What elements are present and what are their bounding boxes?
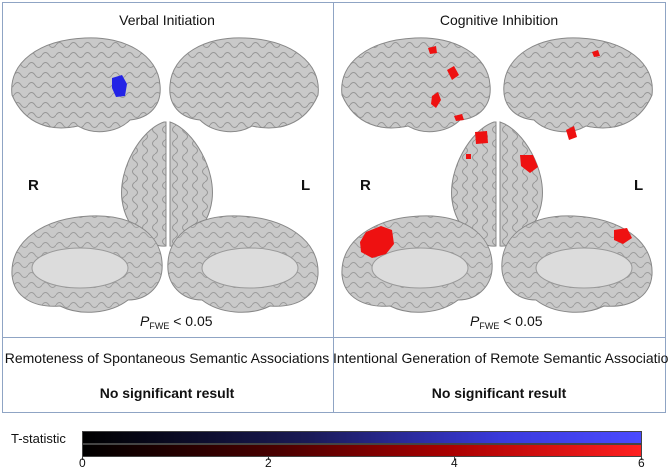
brain-maps: [11, 37, 653, 313]
colorbar-tick-0: 0: [79, 456, 86, 470]
intentional-generation-title: Intentional Generation of Remote Semanti…: [333, 350, 669, 366]
cognitive-right-medial-brain: [341, 215, 493, 313]
horizontal-divider: [3, 337, 665, 338]
verbal-significance-threshold: PFWE < 0.05: [140, 313, 213, 331]
cognitive-right-hemisphere-label: R: [360, 177, 371, 194]
verbal-left-medial-brain: [167, 215, 319, 313]
verbal-right-hemisphere-label: R: [28, 177, 39, 194]
intentional-generation-result: No significant result: [431, 385, 567, 401]
figure-grid: [2, 2, 666, 413]
threshold-value: < 0.05: [499, 313, 543, 329]
remoteness-title: Remoteness of Spontaneous Semantic Assoc…: [4, 350, 330, 366]
p-symbol: P: [470, 313, 480, 329]
verbal-left-hemisphere-label: L: [301, 177, 311, 194]
verbal-left-lateral-brain: [169, 37, 319, 133]
colorbar-tick-2: 2: [265, 456, 272, 470]
threshold-value: < 0.05: [169, 313, 213, 329]
cognitive-right-lateral-brain: [341, 37, 491, 133]
blue-colorbar: [82, 431, 642, 444]
cognitive-red-clusters: [360, 46, 632, 258]
verbal-dorsal-brain: [121, 121, 213, 247]
verbal-initiation-title: Verbal Initiation: [119, 12, 215, 28]
cognitive-left-lateral-brain: [503, 37, 653, 133]
cognitive-significance-threshold: PFWE < 0.05: [470, 313, 543, 331]
cognitive-left-medial-brain: [501, 215, 653, 313]
verbal-right-lateral-brain: [11, 37, 161, 133]
p-subscript: FWE: [479, 321, 500, 331]
colorbar-tickmark: [268, 456, 269, 460]
vertical-divider: [333, 3, 334, 412]
cognitive-left-hemisphere-label: L: [634, 177, 644, 194]
colorbar-tick-6: 6: [638, 456, 645, 470]
colorbar-tick-4: 4: [451, 456, 458, 470]
verbal-right-medial-brain: [11, 215, 163, 313]
p-subscript: FWE: [149, 321, 170, 331]
colorbar-label: T-statistic: [11, 431, 66, 446]
red-colorbar: [82, 444, 642, 457]
colorbar-tickmark: [82, 456, 83, 460]
colorbar-tickmark: [454, 456, 455, 460]
cognitive-inhibition-title: Cognitive Inhibition: [439, 12, 559, 28]
p-symbol: P: [140, 313, 150, 329]
colorbar-tickmark: [641, 456, 642, 460]
verbal-blue-cluster: [112, 75, 127, 97]
remoteness-result: No significant result: [99, 385, 235, 401]
cognitive-dorsal-brain: [451, 121, 543, 247]
